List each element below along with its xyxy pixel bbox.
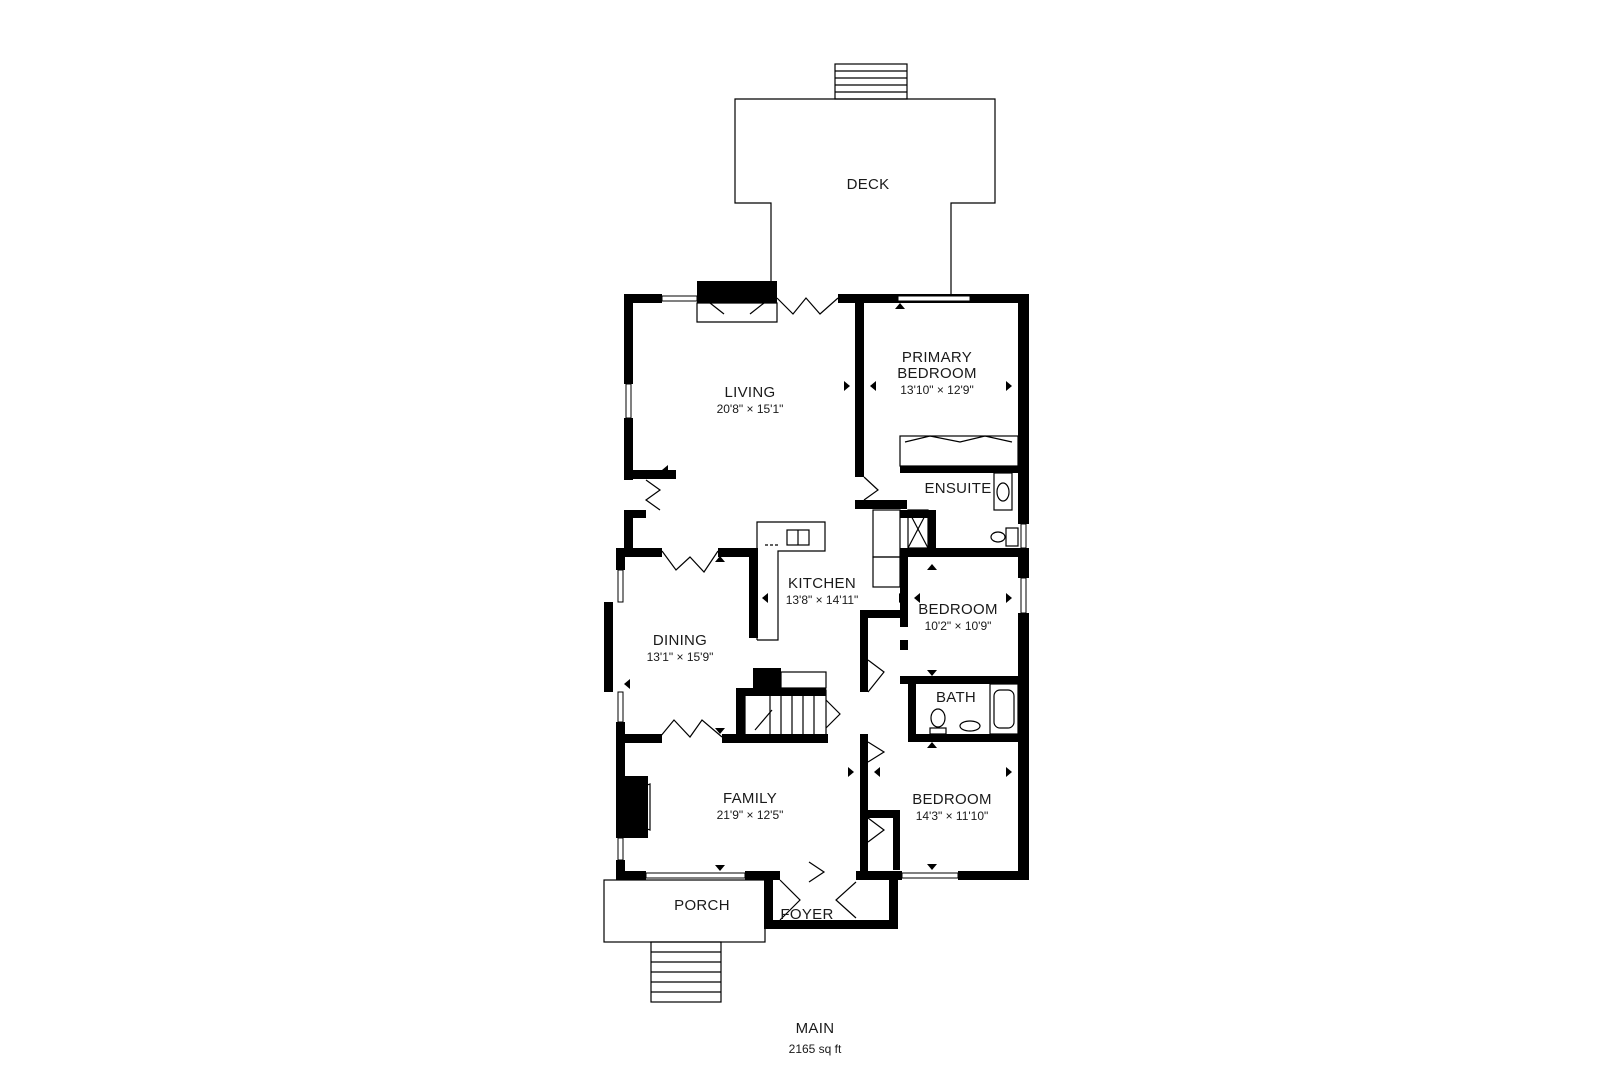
primary-bedroom-label-line1: PRIMARY	[902, 349, 972, 366]
porch	[603, 879, 766, 1003]
ensuite-fixtures	[907, 472, 1019, 549]
kitchen-label: KITCHEN	[788, 575, 856, 592]
bedroom2-label: BEDROOM	[918, 601, 998, 618]
family-label: FAMILY	[723, 790, 777, 807]
interior-walls	[622, 303, 1029, 880]
living-label: LIVING	[725, 384, 776, 401]
dimension-ticks	[624, 303, 1012, 871]
foyer-label: FOYER	[780, 906, 833, 923]
primary-bedroom-dims: 13'10" × 12'9"	[900, 383, 974, 397]
bedroom2-dims: 10'2" × 10'9"	[925, 619, 992, 633]
bedroom3-dims: 14'3" × 11'10"	[916, 809, 989, 823]
dining-dims: 13'1" × 15'9"	[647, 650, 714, 664]
dining-label: DINING	[653, 632, 707, 649]
bath-label: BATH	[936, 689, 976, 706]
deck	[734, 63, 996, 297]
kitchen-dims: 13'8" × 14'11"	[786, 593, 859, 607]
kitchen-fridge	[872, 509, 901, 588]
deck-label: DECK	[847, 176, 890, 193]
deck-stairs	[834, 63, 908, 100]
porch-stairs	[650, 941, 722, 1003]
living-dims: 20'8" × 15'1"	[717, 402, 784, 416]
porch-label: PORCH	[674, 897, 730, 914]
bath-fixtures	[929, 683, 1019, 735]
floor-area: 2165 sq ft	[789, 1042, 842, 1056]
primary-closet	[899, 435, 1019, 467]
living-fireplace	[696, 302, 778, 323]
primary-bedroom-label-line2: BEDROOM	[897, 365, 977, 382]
ensuite-label: ENSUITE	[924, 480, 991, 497]
floor-name: MAIN	[796, 1020, 835, 1037]
family-dims: 21'9" × 12'5"	[717, 808, 784, 822]
family-fireplace	[633, 783, 651, 831]
doors	[644, 297, 886, 921]
kitchen-counter	[756, 521, 826, 641]
bedroom3-label: BEDROOM	[912, 791, 992, 808]
stairs	[744, 671, 841, 737]
windows	[617, 295, 1027, 879]
